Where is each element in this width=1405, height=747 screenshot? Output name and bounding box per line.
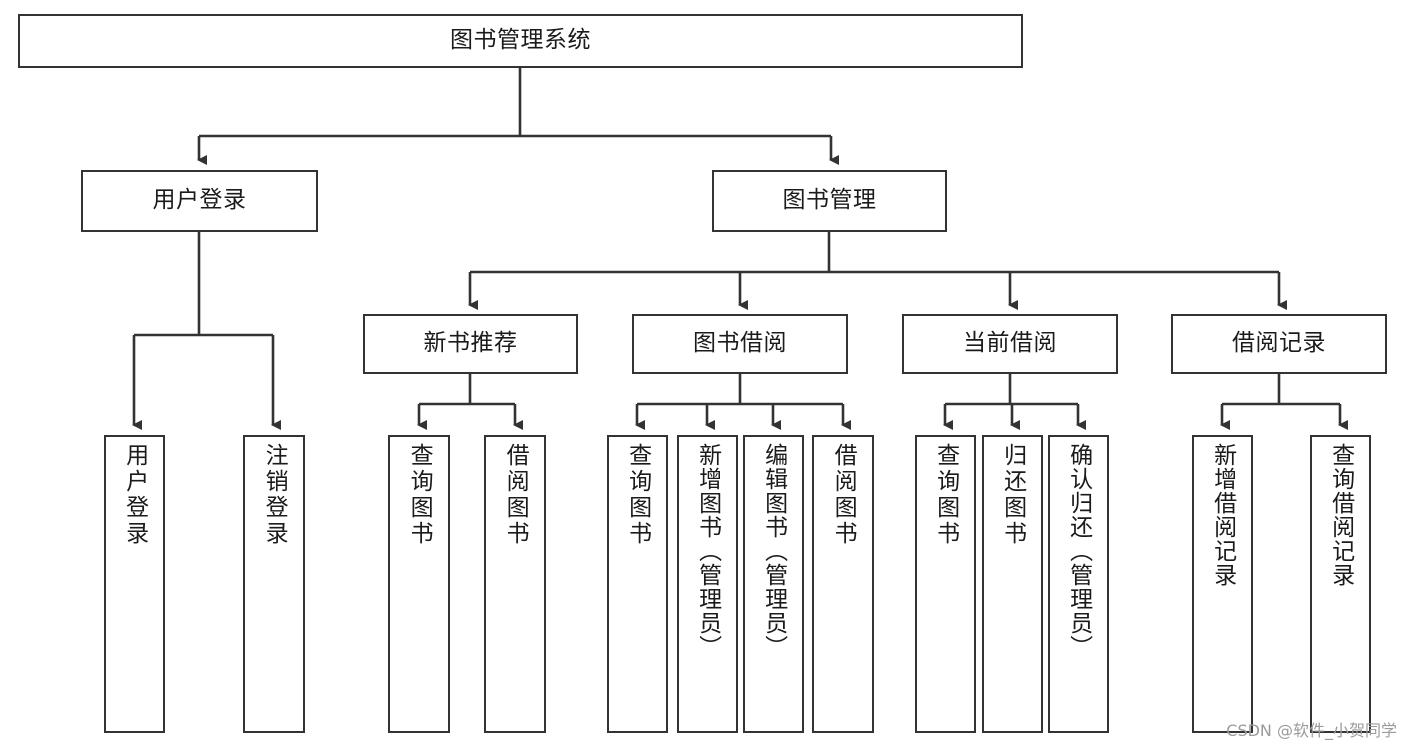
node-leaf-logout-label: 注销登录 <box>261 443 288 547</box>
node-leaf-query-record-label: 查询借阅记录 <box>1327 443 1354 587</box>
csdn-watermark: CSDN @软件_小贺同学 <box>1226 721 1397 740</box>
node-leaf-query-record[interactable]: 查询借阅记录 <box>1310 435 1371 733</box>
node-leaf-borrow-book-rec-label: 借阅图书 <box>502 443 529 547</box>
node-leaf-borrow-book-rec[interactable]: 借阅图书 <box>484 435 546 733</box>
node-new-book-rec-label: 新书推荐 <box>423 330 518 357</box>
node-root-label: 图书管理系统 <box>450 27 591 54</box>
node-leaf-confirm-return[interactable]: 确认归还（管理员） <box>1048 435 1109 733</box>
node-book-borrow[interactable]: 图书借阅 <box>632 314 848 374</box>
node-borrow-record[interactable]: 借阅记录 <box>1171 314 1387 374</box>
node-leaf-query-book-current-label: 查询图书 <box>932 443 959 547</box>
node-leaf-add-book[interactable]: 新增图书（管理员） <box>677 435 738 733</box>
node-leaf-edit-book-label: 编辑图书（管理员） <box>760 443 787 659</box>
node-leaf-query-book-current[interactable]: 查询图书 <box>915 435 976 733</box>
node-book-manage[interactable]: 图书管理 <box>712 170 947 232</box>
node-borrow-record-label: 借阅记录 <box>1232 330 1326 357</box>
node-leaf-add-record-label: 新增借阅记录 <box>1209 443 1236 587</box>
node-user-login-label: 用户登录 <box>152 187 247 214</box>
node-book-manage-label: 图书管理 <box>782 187 877 214</box>
node-current-borrow[interactable]: 当前借阅 <box>902 314 1118 374</box>
node-leaf-add-record[interactable]: 新增借阅记录 <box>1192 435 1253 733</box>
node-leaf-return-book[interactable]: 归还图书 <box>982 435 1043 733</box>
node-leaf-add-book-label: 新增图书（管理员） <box>694 443 721 659</box>
node-book-borrow-label: 图书借阅 <box>693 330 787 357</box>
node-leaf-borrow-book[interactable]: 借阅图书 <box>812 435 874 733</box>
node-new-book-rec[interactable]: 新书推荐 <box>363 314 578 374</box>
node-leaf-user-login[interactable]: 用户登录 <box>104 435 165 733</box>
node-leaf-confirm-return-label: 确认归还（管理员） <box>1065 443 1092 659</box>
node-leaf-query-book-rec-label: 查询图书 <box>406 443 433 547</box>
node-root[interactable]: 图书管理系统 <box>18 14 1023 68</box>
node-current-borrow-label: 当前借阅 <box>963 330 1057 357</box>
node-leaf-user-login-label: 用户登录 <box>121 443 148 547</box>
node-leaf-query-book-borrow[interactable]: 查询图书 <box>607 435 668 733</box>
node-leaf-edit-book[interactable]: 编辑图书（管理员） <box>743 435 804 733</box>
node-leaf-return-book-label: 归还图书 <box>999 443 1026 547</box>
node-leaf-logout[interactable]: 注销登录 <box>243 435 305 733</box>
node-user-login[interactable]: 用户登录 <box>81 170 318 232</box>
node-leaf-borrow-book-label: 借阅图书 <box>830 443 857 547</box>
node-leaf-query-book-rec[interactable]: 查询图书 <box>388 435 450 733</box>
node-leaf-query-book-borrow-label: 查询图书 <box>624 443 651 547</box>
